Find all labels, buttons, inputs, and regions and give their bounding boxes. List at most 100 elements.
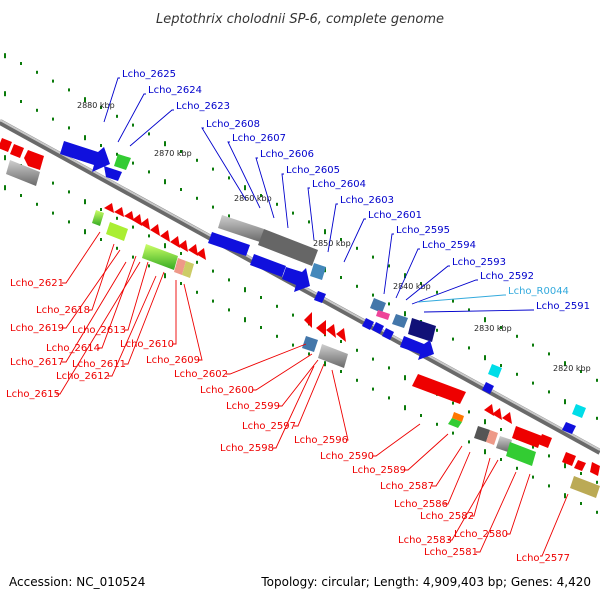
gene-label: Lcho_2611	[72, 359, 126, 370]
scale-tick	[500, 364, 502, 367]
gene-label: Lcho_2614	[46, 343, 100, 354]
gene-forward	[392, 314, 408, 328]
scale-tick	[212, 269, 214, 273]
gene-reverse	[304, 312, 312, 328]
scale-tick	[4, 91, 6, 97]
leader-line	[103, 77, 120, 123]
gene-reverse	[484, 404, 494, 416]
scale-tick	[340, 340, 342, 343]
leader-line	[62, 249, 121, 329]
leader-lines	[56, 77, 569, 557]
scale-tick	[372, 255, 374, 259]
leader-line	[62, 231, 101, 284]
gene-features	[0, 138, 600, 498]
gene-label: Lcho_2604	[312, 179, 366, 190]
kbp-marker: 2880 kbp	[77, 101, 115, 110]
gene-label: Lcho_2625	[122, 69, 176, 80]
gene-label: Lcho_2583	[398, 535, 452, 546]
scale-tick	[212, 205, 214, 209]
gene-reverse	[512, 426, 542, 448]
leader-line	[124, 271, 165, 365]
leader-line	[444, 451, 471, 505]
leader-line	[183, 283, 203, 361]
scale-tick	[68, 190, 70, 194]
scale-tick	[388, 366, 390, 370]
gene-forward	[400, 336, 434, 360]
scale-tick	[276, 334, 278, 338]
gene-reverse	[486, 430, 498, 445]
gene-label: Lcho_2582	[420, 511, 474, 522]
scale-tick	[404, 311, 406, 317]
scale-tick	[532, 343, 534, 347]
forward-gene-labels: Lcho_2625 Lcho_2624 Lcho_2623 Lcho_2608 …	[122, 69, 590, 312]
gene-label: Lcho_2593	[452, 257, 506, 268]
gene-reverse	[178, 240, 188, 252]
gene-forward	[572, 404, 586, 418]
scale-tick	[468, 410, 470, 414]
scale-tick	[324, 361, 326, 367]
leader-line	[278, 359, 319, 407]
gene-label: Lcho_2586	[394, 499, 448, 510]
gene-label: Lcho_2612	[56, 371, 110, 382]
gene-reverse	[6, 160, 40, 186]
scale-tick	[484, 449, 486, 455]
scale-tick	[260, 194, 262, 197]
gene-label: Lcho_2603	[340, 195, 394, 206]
leader-line	[395, 248, 420, 299]
scale-tick	[260, 296, 262, 299]
leader-line	[448, 459, 499, 541]
scale-tick	[596, 378, 598, 382]
gene-reverse	[104, 203, 114, 213]
leader-line	[476, 471, 517, 553]
reverse-gene-labels: Lcho_2621 Lcho_2618 Lcho_2619 Lcho_2614 …	[6, 278, 570, 564]
gene-forward	[362, 318, 374, 330]
scale-tick	[580, 472, 582, 475]
leader-line	[88, 243, 115, 311]
scale-tick	[292, 343, 294, 347]
gene-reverse	[124, 211, 134, 221]
scale-tick	[100, 208, 102, 211]
leader-line	[417, 294, 506, 303]
scale-tick	[468, 440, 470, 444]
leader-line	[411, 279, 478, 305]
scale-tick	[356, 378, 358, 382]
leader-line	[62, 261, 127, 363]
gene-reverse	[326, 324, 336, 338]
gene-label: Lcho_R0044	[508, 286, 569, 297]
leader-line	[281, 173, 289, 229]
gene-reverse	[590, 462, 600, 476]
gene-reverse	[174, 258, 186, 275]
scale-tick	[84, 97, 86, 103]
gene-label: Lcho_2609	[146, 355, 200, 366]
leader-line	[307, 187, 315, 241]
gene-forward	[482, 382, 494, 394]
leader-line	[252, 353, 313, 391]
gene-reverse	[538, 434, 552, 448]
scale-tick	[596, 416, 598, 420]
leader-line	[506, 473, 531, 535]
gene-label: Lcho_2592	[480, 271, 534, 282]
kbp-marker: 2830 kbp	[474, 324, 512, 333]
scale-tick	[84, 135, 86, 141]
scale-tick	[548, 390, 550, 394]
gene-reverse	[106, 222, 128, 241]
gene-forward	[370, 298, 386, 313]
scale-tick	[436, 290, 438, 294]
scale-tick	[388, 264, 390, 268]
leader-line	[201, 127, 247, 201]
scale-tick	[452, 299, 454, 303]
gene-forward	[218, 215, 264, 242]
leader-line	[331, 369, 349, 441]
gene-label: Lcho_2608	[206, 119, 260, 130]
gene-label: Lcho_2605	[286, 165, 340, 176]
scale-tick	[36, 202, 38, 206]
scale-ticks	[4, 53, 598, 514]
gene-reverse	[316, 320, 326, 336]
scale-tick	[308, 220, 310, 224]
scale-tick	[100, 106, 102, 109]
scale-tick	[228, 176, 230, 180]
scale-tick	[564, 399, 566, 405]
kbp-marker: 2840 kbp	[393, 282, 431, 291]
gene-reverse	[170, 236, 180, 248]
scale-tick	[68, 88, 70, 92]
